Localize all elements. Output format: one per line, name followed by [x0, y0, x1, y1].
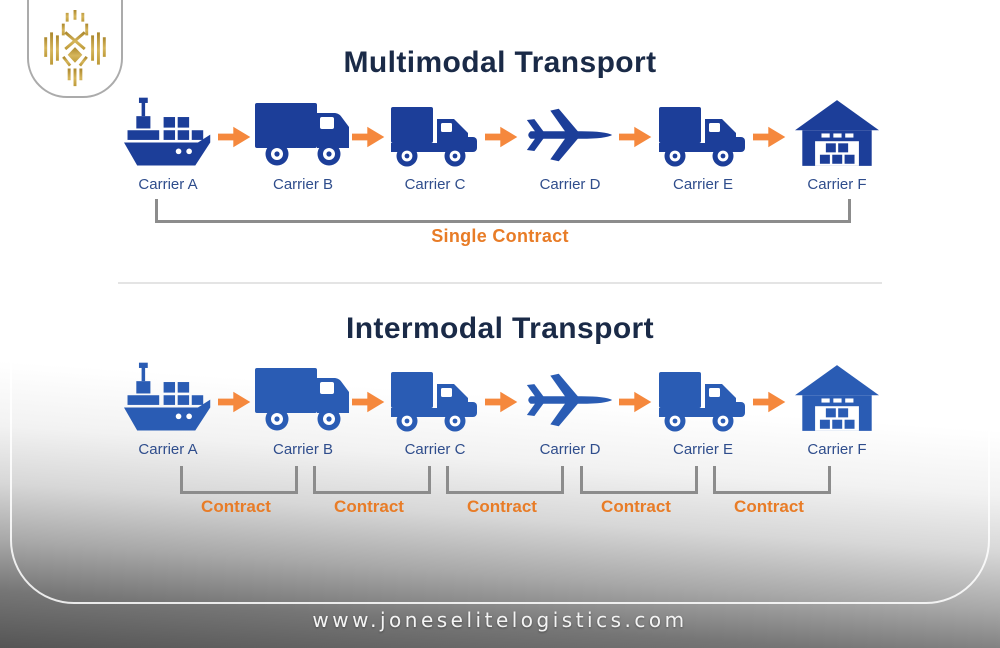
website-url: www.joneselitelogistics.com	[312, 608, 688, 632]
contract-bracket-ef	[713, 466, 831, 494]
carrier-b-intermodal: Carrier B	[243, 362, 363, 458]
single-contract-label: Single Contract	[431, 226, 569, 246]
contract-bracket-cd	[446, 466, 564, 494]
contract-bracket-bc	[313, 466, 431, 494]
contract-label: Contract	[334, 497, 404, 516]
carrier-c-intermodal: Carrier C	[375, 362, 495, 458]
contract-label: Contract	[734, 497, 804, 516]
carrier-f-intermodal: Carrier F	[777, 362, 897, 458]
carrier-label: Carrier A	[138, 441, 198, 458]
carrier-e-multimodal: Carrier E	[643, 97, 763, 193]
carrier-label: Carrier A	[138, 176, 198, 193]
carrier-b-multimodal: Carrier B	[243, 97, 363, 193]
delivery-truck-icon	[391, 372, 479, 432]
carrier-label: Carrier E	[672, 441, 733, 458]
warehouse-icon	[795, 364, 879, 432]
intermodal-title: Intermodal Transport	[345, 312, 655, 345]
carrier-a-multimodal: Carrier A	[108, 97, 228, 193]
carrier-label: Carrier D	[539, 176, 601, 193]
carrier-label: Carrier F	[807, 176, 867, 193]
carrier-label: Carrier B	[272, 441, 333, 458]
single-contract-bracket	[155, 199, 851, 223]
carrier-label: Carrier C	[404, 176, 466, 193]
carrier-c-multimodal: Carrier C	[375, 97, 495, 193]
contract-label: Contract	[601, 497, 671, 516]
contract-bracket-de	[580, 466, 698, 494]
carrier-label: Carrier E	[672, 176, 733, 193]
contract-label: Contract	[201, 497, 271, 516]
carrier-e-intermodal: Carrier E	[643, 362, 763, 458]
carrier-d-multimodal: Carrier D	[510, 97, 630, 193]
carrier-d-intermodal: Carrier D	[510, 362, 630, 458]
contract-bracket-ab	[180, 466, 298, 494]
section-divider	[118, 282, 882, 284]
delivery-truck-icon	[659, 372, 747, 432]
warehouse-icon	[795, 99, 879, 167]
contract-label: Contract	[467, 497, 537, 516]
carrier-f-multimodal: Carrier F	[777, 97, 897, 193]
box-truck-icon	[255, 103, 351, 167]
carrier-label: Carrier B	[272, 176, 333, 193]
carrier-label: Carrier D	[539, 441, 601, 458]
airplane-icon	[525, 368, 615, 432]
cargo-ship-icon	[124, 97, 212, 167]
brand-logo-badge	[27, 0, 123, 98]
carrier-label: Carrier C	[404, 441, 466, 458]
carrier-label: Carrier F	[807, 441, 867, 458]
cargo-ship-icon	[124, 362, 212, 432]
delivery-truck-icon	[391, 107, 479, 167]
box-truck-icon	[255, 368, 351, 432]
multimodal-title: Multimodal Transport	[343, 46, 657, 79]
carrier-a-intermodal: Carrier A	[108, 362, 228, 458]
delivery-truck-icon	[659, 107, 747, 167]
airplane-icon	[525, 103, 615, 167]
